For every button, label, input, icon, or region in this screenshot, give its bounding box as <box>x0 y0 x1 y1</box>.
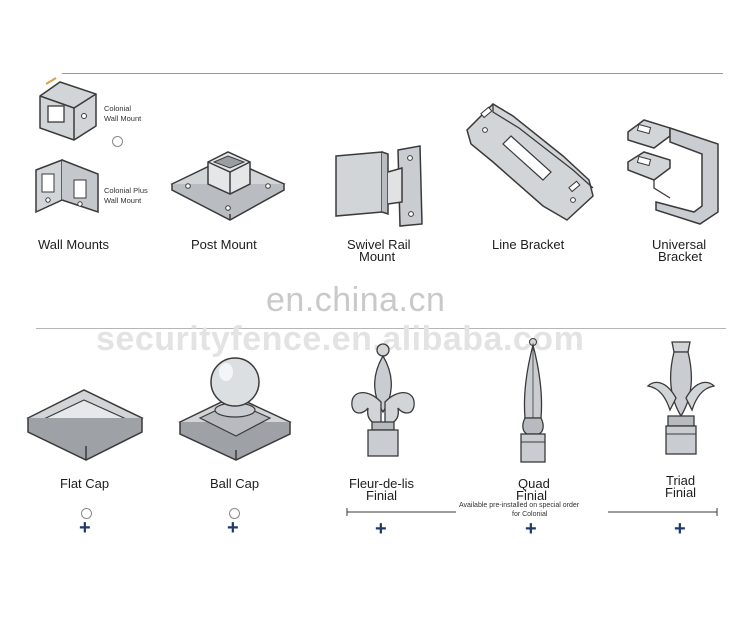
colonial-plus-wall-mount-icon <box>35 158 99 214</box>
colonial-wall-mount-icon <box>39 77 97 141</box>
flat-cap-option-radio[interactable] <box>81 508 92 519</box>
universal-bracket-label-line2: Bracket <box>658 249 703 264</box>
quad-finial-add-button[interactable]: + <box>525 518 537 540</box>
colonial-label-line1: Colonial <box>104 104 132 113</box>
colonial-plus-label-line1: Colonial Plus <box>104 186 148 195</box>
watermark-secondary: securityfence.en.alibaba.com <box>96 320 585 358</box>
swivel-rail-mount-label-line1: Swivel Rail <box>347 237 411 252</box>
quad-finial-icon <box>520 338 546 463</box>
quad-finial-label-line2: Finial <box>516 488 548 503</box>
triad-finial-add-button[interactable]: + <box>674 518 686 540</box>
line-bracket-icon <box>466 103 594 221</box>
special-order-note-line2: for Colonial <box>512 511 548 518</box>
swivel-rail-mount-label-line2: Mount <box>359 249 396 264</box>
post-mount-label: Post Mount <box>191 237 257 252</box>
ball-cap-option-radio[interactable] <box>229 508 240 519</box>
universal-bracket-icon <box>627 119 719 225</box>
flat-cap-icon <box>26 389 144 461</box>
colonial-option-radio[interactable] <box>112 136 123 147</box>
fleur-de-lis-add-button[interactable]: + <box>375 518 387 540</box>
quad-finial-label-line1: Quad <box>518 476 550 491</box>
triad-finial-label-line1: Triad <box>666 473 696 488</box>
triad-finial-label-line2: Finial <box>665 485 697 500</box>
ball-cap-add-button[interactable]: + <box>227 517 239 539</box>
watermark-primary: en.china.cn <box>266 281 446 319</box>
special-order-note-line1: Available pre-installed on special order <box>459 502 580 509</box>
wall-mounts-label: Wall Mounts <box>38 237 110 252</box>
flat-cap-label: Flat Cap <box>60 476 110 491</box>
middle-divider <box>36 328 726 329</box>
line-bracket-label: Line Bracket <box>492 237 565 252</box>
fleur-de-lis-finial-label-line1: Fleur-de-lis <box>349 476 415 491</box>
top-divider <box>62 73 723 74</box>
triad-finial-icon <box>646 341 716 455</box>
swivel-rail-mount-icon <box>335 145 423 227</box>
fleur-de-lis-finial-icon <box>351 343 415 457</box>
ball-cap-icon <box>178 357 292 461</box>
post-mount-icon <box>170 151 286 221</box>
fleur-de-lis-finial-label-line2: Finial <box>366 488 398 503</box>
colonial-label-line2: Wall Mount <box>104 114 142 123</box>
flat-cap-add-button[interactable]: + <box>79 517 91 539</box>
universal-bracket-label-line1: Universal <box>652 237 707 252</box>
colonial-plus-label-line2: Wall Mount <box>104 196 142 205</box>
ball-cap-label: Ball Cap <box>210 476 260 491</box>
special-order-bracket <box>346 508 718 516</box>
